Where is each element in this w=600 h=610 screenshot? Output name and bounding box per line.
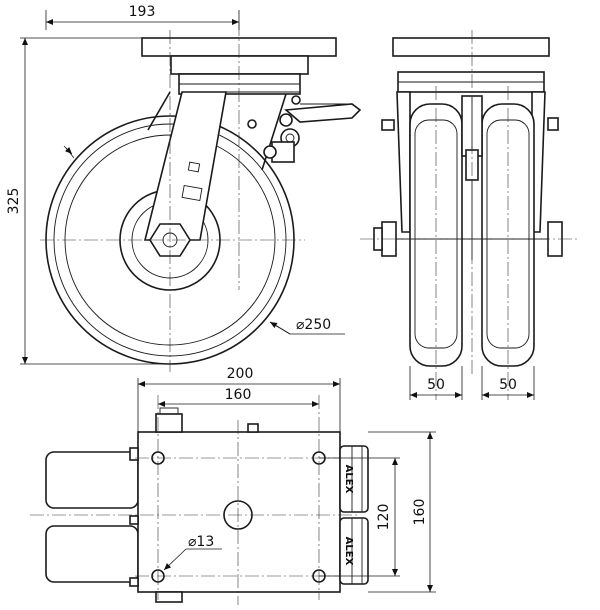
dim-wheel-diameter: ⌀250 — [296, 317, 331, 333]
dim-bolt-spacing-length: 160 — [225, 387, 252, 403]
dim-plate-length: 200 — [227, 366, 254, 382]
brand-label-upper: ALEX — [343, 465, 354, 494]
dim-bolt-spacing-width: 120 — [376, 504, 392, 531]
top-view: ALEX ALEX 200 160 120 160 ⌀13 — [30, 366, 436, 605]
dim-wheel-width-right: 50 — [499, 377, 517, 393]
brake-pedals — [339, 445, 369, 585]
top-plate — [137, 431, 341, 593]
brake-assembly — [247, 95, 362, 163]
dim-height: 325 — [6, 188, 22, 215]
top-wheel-upper — [45, 451, 139, 509]
dim-offset-width: 193 — [129, 4, 156, 20]
top-wheel-lower — [45, 525, 139, 583]
dim-wheel-width-left: 50 — [427, 377, 445, 393]
front-view: 50 50 — [360, 30, 580, 400]
brand-marking-leg — [181, 161, 203, 201]
side-fork-leg — [143, 91, 300, 241]
dim-plate-width: 160 — [412, 499, 428, 526]
brand-label-lower: ALEX — [343, 537, 354, 566]
side-bearing-block — [170, 55, 309, 75]
dim-bolt-hole-diameter: ⌀13 — [188, 534, 214, 550]
front-top-plate — [392, 37, 550, 57]
side-view: 193 325 ⌀250 — [6, 4, 362, 372]
